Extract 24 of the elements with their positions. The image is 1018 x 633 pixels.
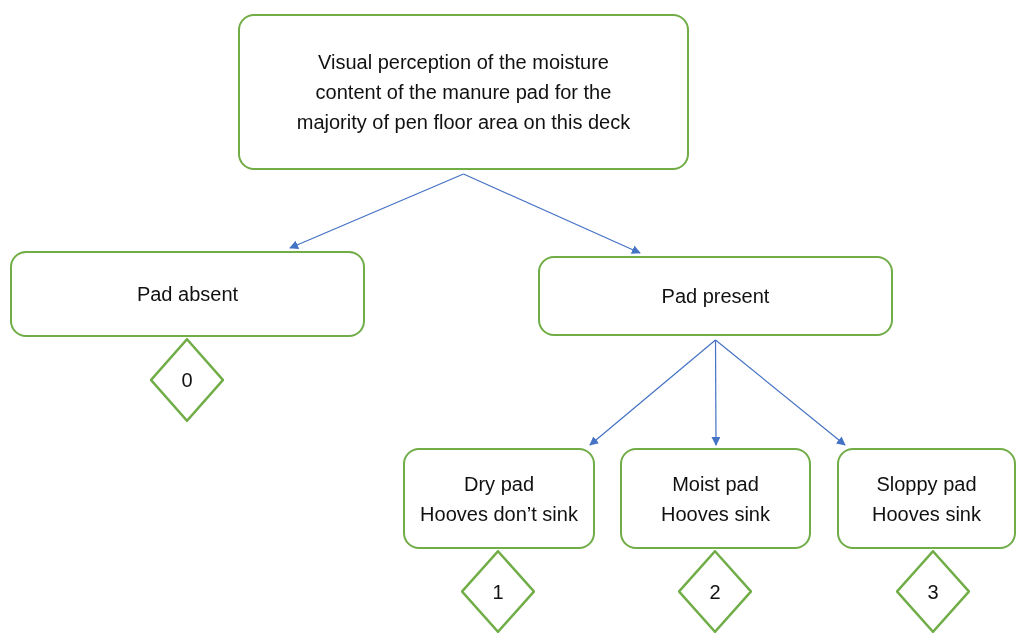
score-value: 1 [492, 579, 504, 605]
score-diamond [896, 550, 970, 633]
node-text: Visual perception of the moisture content of the manure pad for the majority of pen floor area on this deck [295, 50, 632, 135]
node-text: Hooves sink [872, 501, 981, 527]
score-diamond [461, 550, 535, 633]
score-value: 0 [181, 368, 193, 393]
arrow [462, 173, 641, 254]
node-text: Hooves sink [661, 501, 770, 527]
node-text: Dry pad [464, 471, 534, 497]
arrow [714, 339, 846, 446]
node-text: Pad present [661, 284, 770, 309]
node-text: Sloppy pad [876, 471, 977, 497]
score-diamond [150, 338, 224, 422]
category-box [238, 14, 689, 170]
score-diamond [678, 550, 752, 633]
score-value: 2 [709, 579, 721, 605]
category-box [538, 256, 893, 336]
node-text: Hooves don’t sink [420, 501, 578, 527]
arrow [589, 339, 717, 446]
arrow [289, 173, 465, 249]
arrow [711, 339, 721, 446]
node-text: Moist pad [672, 471, 759, 497]
node-text: Pad absent [136, 282, 239, 307]
score-value: 3 [927, 579, 939, 605]
